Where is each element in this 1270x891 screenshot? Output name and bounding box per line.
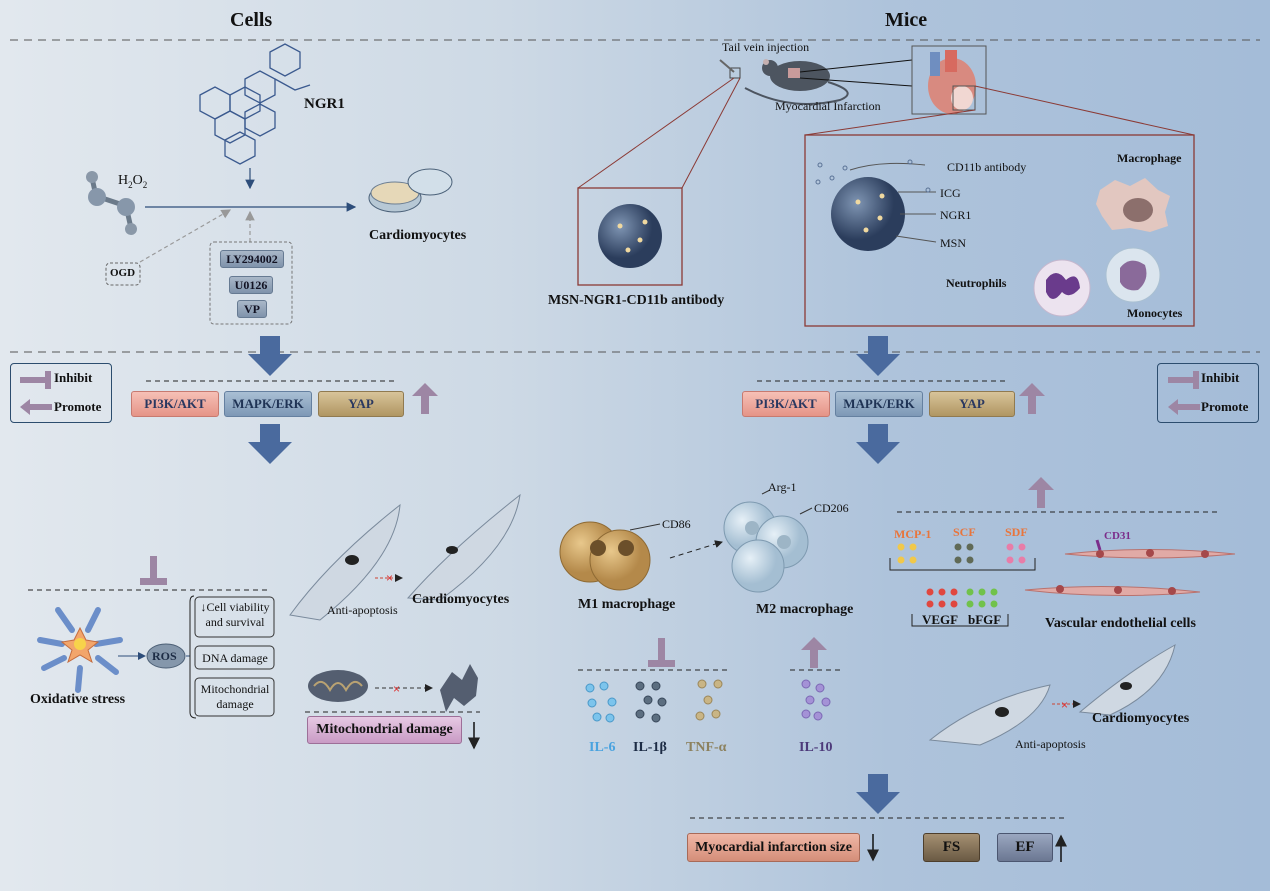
cd206-label: CD206 [814, 501, 849, 515]
svg-text:×: × [393, 682, 400, 696]
mi-size-pill: Myocardial infarction size [687, 833, 860, 862]
mi-label: Myocardial Infarction [775, 99, 881, 113]
il1b-dots [635, 681, 667, 723]
sdf-label: SDF [1005, 525, 1028, 539]
msn-ngr1-label: MSN-NGR1-CD11b antibody [548, 293, 725, 308]
il6-label: IL-6 [589, 740, 616, 755]
cardiomyocyte-cells-right [928, 644, 1176, 746]
vegf-label: VEGF [922, 612, 959, 627]
petri-dish-icon [368, 168, 453, 213]
neutrophils-label: Neutrophils [946, 276, 1007, 290]
legend-left: Inhibit Promote [10, 363, 112, 423]
tail-vein-label: Tail vein injection [722, 40, 810, 54]
scf-label: SCF [953, 525, 976, 539]
monocyte-cell [1105, 247, 1161, 303]
ngr1-label: NGR1 [304, 96, 345, 112]
cd31-label: CD31 [1104, 530, 1131, 542]
header-mice: Mice [885, 9, 928, 31]
msn-nanoparticle-large [831, 177, 905, 251]
pathway-yap-right: YAP [929, 391, 1015, 417]
il6-dots [585, 681, 617, 723]
m1-macrophage-label: M1 macrophage [578, 597, 676, 612]
legend-right: Inhibit Promote [1157, 363, 1259, 423]
h2o2-label: H2O2 [118, 173, 148, 190]
ros-label: ROS [152, 649, 177, 663]
bfgf-dots [966, 588, 998, 608]
anti-apoptosis-left: Anti-apoptosis [327, 603, 398, 617]
mouse-icon [744, 59, 849, 105]
promote-arrows [412, 383, 1054, 668]
sdf-dots [1006, 543, 1026, 564]
mcp1-dots [897, 543, 917, 564]
il1b-label: IL-1β [633, 740, 667, 755]
macrophage-cell [1096, 178, 1170, 232]
il10-dots [801, 679, 831, 721]
zoom-panel-frame [804, 134, 1195, 327]
inhibitor-vp: VP [237, 300, 267, 318]
legend-icons [20, 371, 1200, 415]
vascular-label: Vascular endothelial cells [1045, 616, 1196, 631]
ef-pill: EF [997, 833, 1053, 862]
legend-inhibit-left: Inhibit [54, 370, 93, 385]
tnfa-dots [695, 679, 723, 721]
cardiomyocyte-cells-left [289, 493, 521, 621]
neutrophil-cell [1033, 259, 1091, 317]
mitochondrion-icon [308, 670, 368, 702]
oxidative-stress-label: Oxidative stress [30, 692, 126, 707]
legend-inhibit-right: Inhibit [1201, 370, 1240, 385]
pathway-yap-left: YAP [318, 391, 404, 417]
ngr1-structure [199, 43, 311, 165]
mitochondrial-damage-pill: Mitochondrial damage [307, 716, 462, 744]
damaged-mitochondrion-icon [440, 664, 478, 712]
down-arrows [248, 336, 900, 814]
pathway-pi3k-left: PI3K/AKT [131, 391, 219, 417]
m2-macrophage-label: M2 macrophage [756, 602, 854, 617]
macrophage-label: Macrophage [1117, 151, 1182, 165]
header-cells: Cells [230, 9, 273, 31]
vegf-dots [926, 588, 958, 608]
cardiomyocytes-left-label: Cardiomyocytes [412, 592, 510, 607]
tnfa-label: TNF-α [686, 740, 727, 755]
ogd-label: OGD [110, 267, 136, 279]
legend-promote-left: Promote [54, 399, 102, 414]
free-particles [815, 159, 931, 193]
msn-label: MSN [940, 236, 967, 250]
cardiomyocytes-top-label: Cardiomyocytes [369, 228, 467, 243]
legend-promote-right: Promote [1201, 399, 1249, 414]
il10-label: IL-10 [799, 740, 833, 755]
arg1-label: Arg-1 [768, 480, 797, 494]
dna-damage-label: DNA damage [202, 651, 268, 665]
svg-text:×: × [1061, 698, 1068, 712]
bfgf-label: bFGF [968, 612, 1002, 627]
pathway-mapk-right: MAPK/ERK [835, 391, 923, 417]
msn-nanoparticle-small [598, 204, 662, 268]
h2o2-molecule [86, 171, 137, 235]
mcp1-label: MCP-1 [894, 527, 932, 541]
icg-label: ICG [940, 186, 961, 200]
inhibitor-u0126: U0126 [229, 276, 273, 294]
fs-pill: FS [923, 833, 980, 862]
pathway-mapk-left: MAPK/ERK [224, 391, 312, 417]
cardiomyocytes-right-label: Cardiomyocytes [1092, 711, 1190, 726]
ngr1-particle-label: NGR1 [940, 208, 972, 222]
anti-apoptosis-right: Anti-apoptosis [1015, 737, 1086, 751]
inhibit-symbols [140, 556, 675, 667]
scf-dots [954, 543, 974, 564]
cd86-label: CD86 [662, 517, 691, 531]
pathway-pi3k-right: PI3K/AKT [742, 391, 830, 417]
cd11b-label: CD11b antibody [947, 160, 1027, 174]
svg-text:×: × [386, 571, 393, 585]
monocytes-label: Monocytes [1127, 306, 1183, 320]
inhibitor-ly294002: LY294002 [220, 250, 284, 268]
oxidative-stress-icon [37, 607, 123, 693]
m2-macrophage-cells [723, 501, 809, 593]
m1-macrophage-cells [559, 521, 651, 591]
heart-icon [928, 50, 976, 114]
